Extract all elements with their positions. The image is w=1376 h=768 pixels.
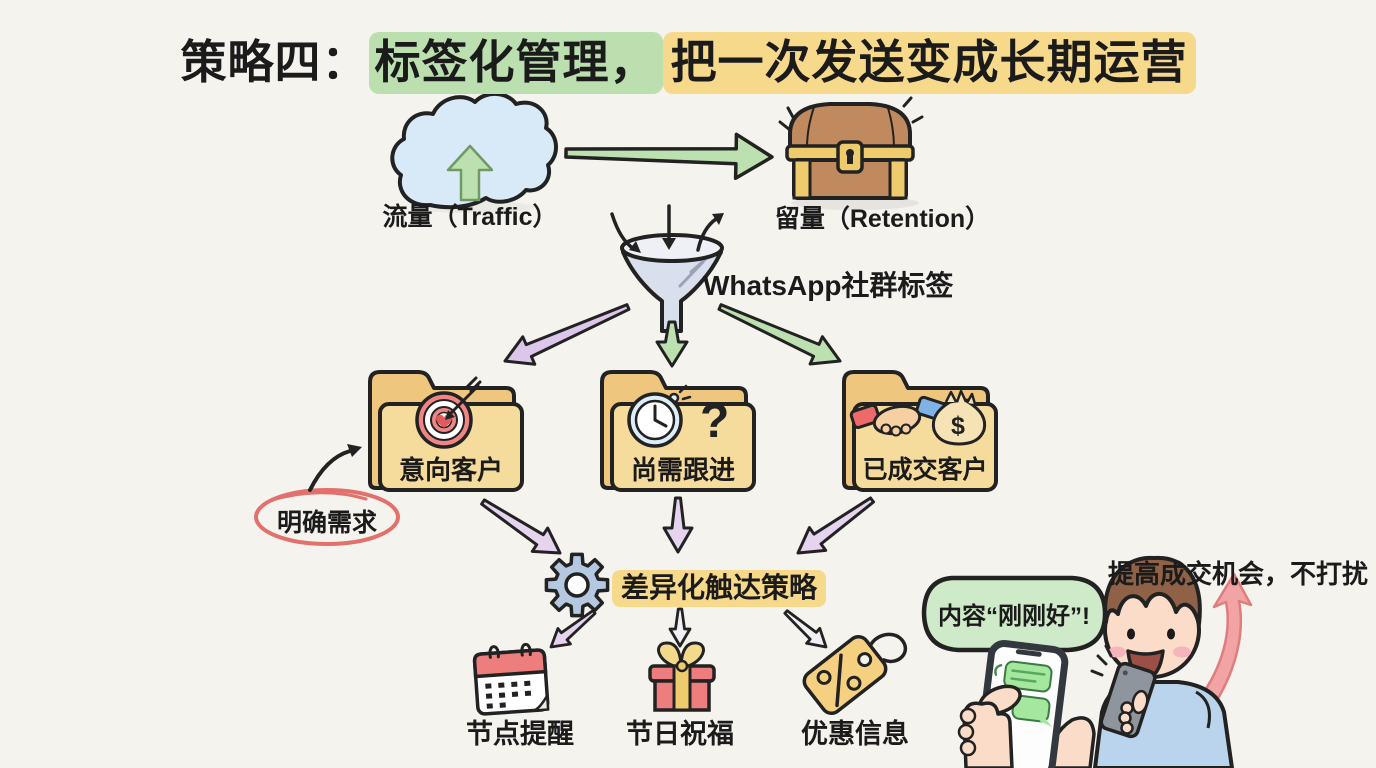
- folder-label-closed: 已成交客户: [862, 456, 988, 484]
- dollar-glyph: $: [951, 412, 965, 440]
- clock-question-icon: ?: [627, 384, 729, 448]
- strategy-label: 差异化触达策略: [612, 570, 827, 607]
- flow-arrows: [480, 132, 875, 649]
- boy-illustration: [1090, 555, 1234, 768]
- tactic-label-reminder: 节点提醒: [466, 719, 574, 749]
- price-tag-icon: [802, 632, 908, 716]
- growth-arrow-icon: [1197, 572, 1253, 710]
- traffic-label: 流量（Traffic）: [382, 203, 558, 231]
- title-highlight-yellow: 把一次发送变成长期运营: [662, 32, 1196, 94]
- arrow-funnel-to-intent: [503, 303, 631, 366]
- title-highlight-green: 标签化管理，: [368, 32, 663, 94]
- phone-chat-illustration: [957, 640, 1096, 768]
- retention-label: 留量（Retention）: [774, 205, 991, 233]
- annotation-label: 明确需求: [276, 509, 377, 537]
- title-prefix: 策略四：: [180, 36, 369, 88]
- funnel-icon: [610, 204, 724, 333]
- up-arrow-icon: [446, 144, 494, 202]
- tactic-label-holiday: 节日祝福: [626, 719, 734, 749]
- handshake-moneybag-icon: $: [849, 389, 987, 446]
- treasure-chest-icon: [778, 96, 924, 200]
- arrow-strategy-to-promo: [783, 609, 828, 649]
- arrow-funnel-to-followup: [655, 320, 689, 368]
- arrow-followup-to-strategy: [662, 496, 694, 554]
- arrow-traffic-to-retention: [564, 132, 774, 181]
- question-glyph: ?: [700, 395, 729, 448]
- arrow-closed-to-strategy: [796, 496, 875, 555]
- arrow-funnel-to-closed: [717, 303, 842, 366]
- folder-label-followup: 尚需跟进: [630, 455, 735, 485]
- arrow-intent-to-strategy: [480, 498, 562, 555]
- gift-icon: [648, 641, 716, 712]
- funnel-label: WhatsApp社群标签: [703, 270, 954, 301]
- annotation-oval: [254, 444, 400, 546]
- arrow-strategy-to-reminder: [549, 609, 597, 649]
- speech-bubble-text: 内容“刚刚好”!: [938, 603, 1090, 630]
- cloud-upload-icon: [390, 92, 558, 210]
- tactic-label-promo: 优惠信息: [801, 719, 909, 749]
- arrow-strategy-to-holiday: [668, 607, 692, 648]
- calendar-icon: [472, 642, 550, 716]
- scene-caption: 提高成交机会，不打扰: [1107, 559, 1368, 589]
- gear-icon: [544, 552, 610, 618]
- folder-label-intent: 意向客户: [398, 455, 503, 485]
- page-title: 策略四：标签化管理，把一次发送变成长期运营: [0, 26, 1376, 94]
- target-heart-icon: [415, 376, 482, 449]
